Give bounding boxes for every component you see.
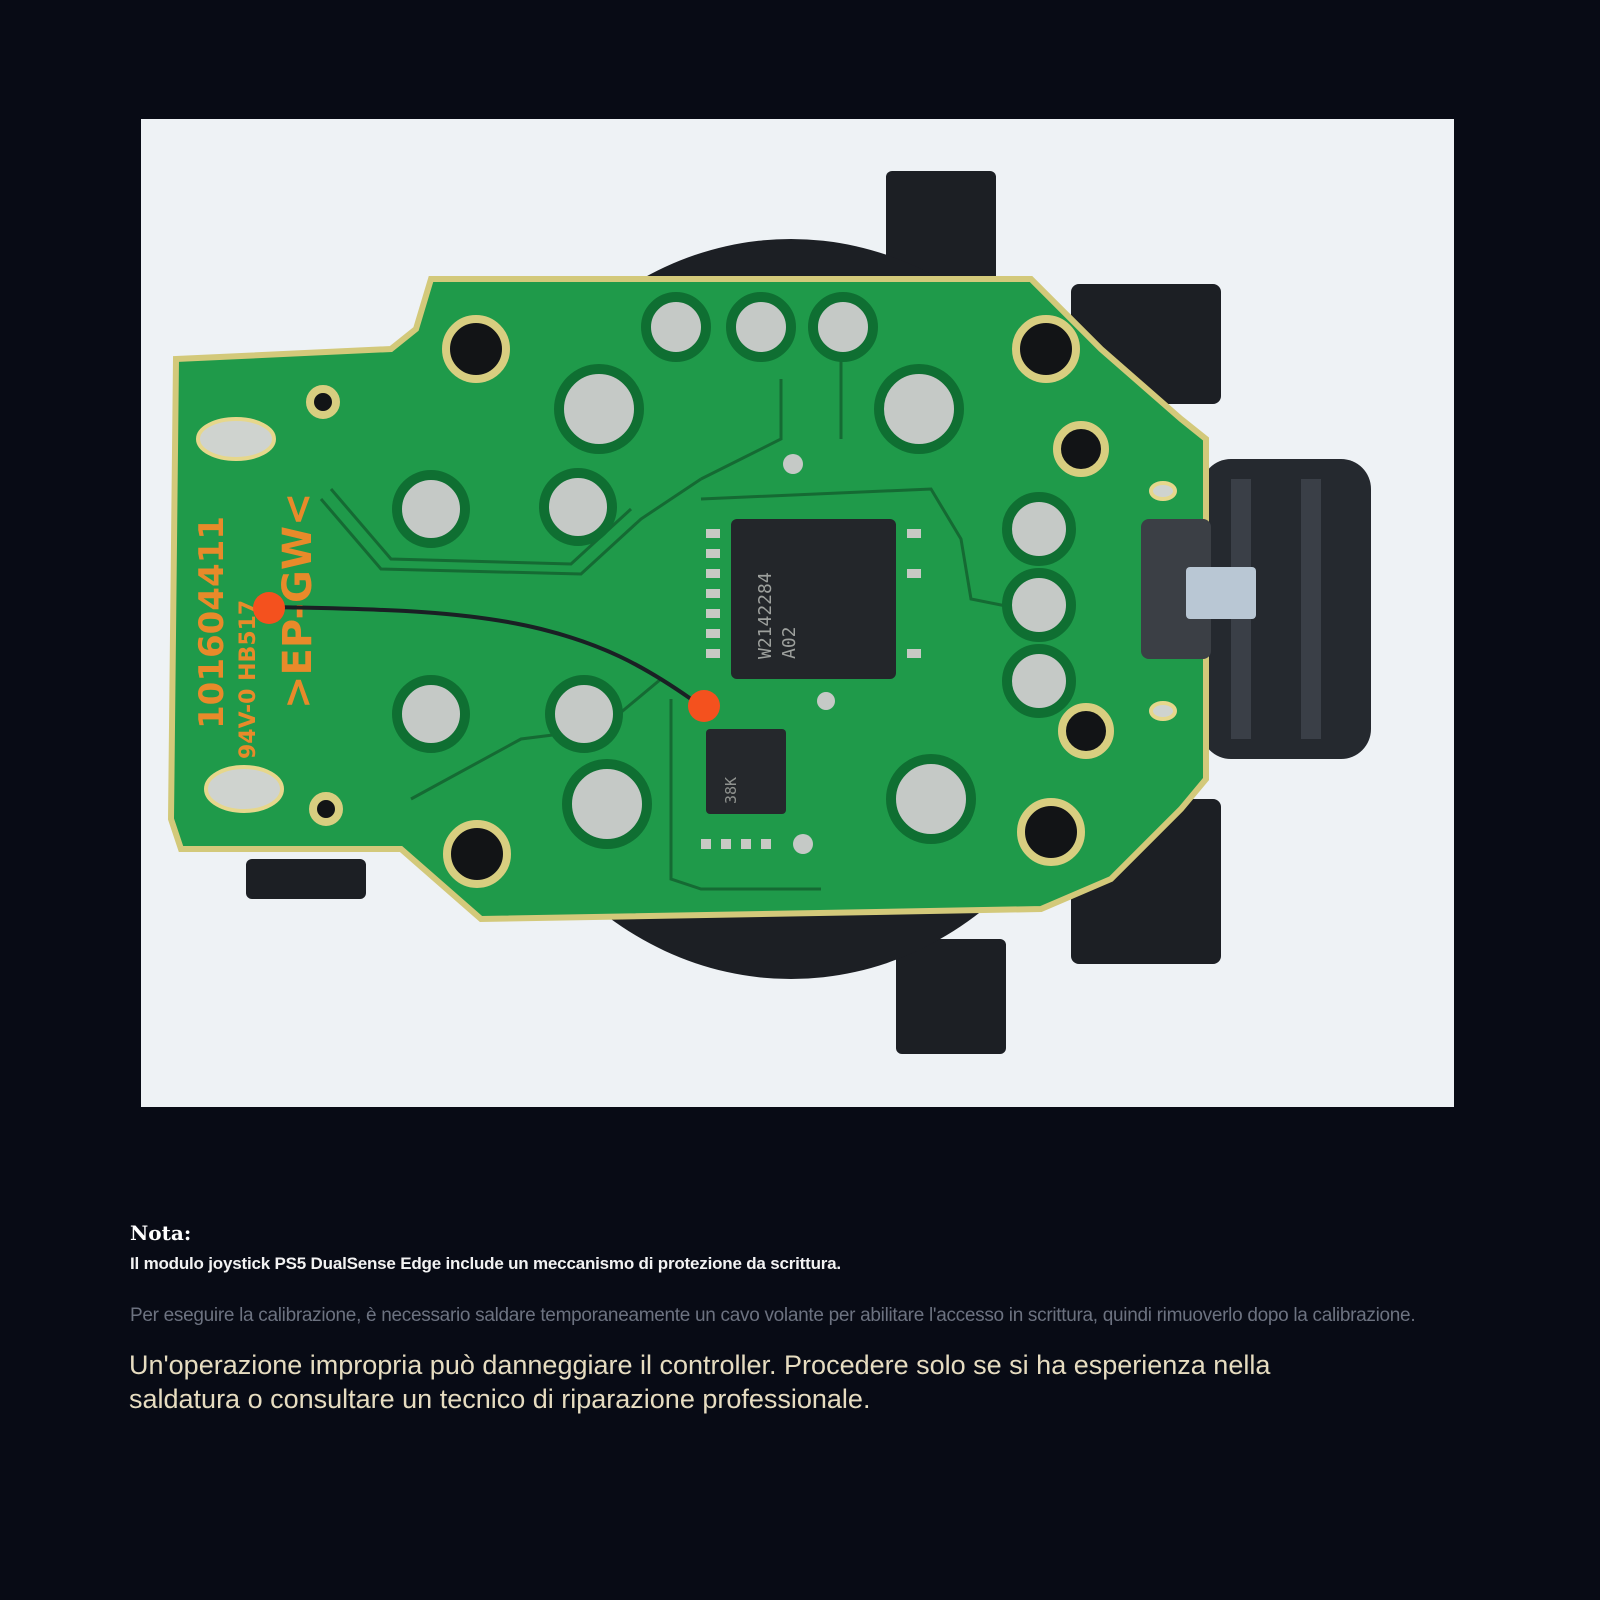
small-chip-marking: 38K xyxy=(722,777,740,804)
oval-pads xyxy=(196,417,1177,813)
mounting-holes xyxy=(306,315,1114,888)
pcb-illustration: W2142284 A02 38K 101604411 94V-0 HB517 >… xyxy=(141,119,1454,1107)
secondary-ic-chip: 38K xyxy=(701,454,835,854)
chip-marking-line1: W2142284 xyxy=(755,572,776,659)
silkscreen-line2: 94V-0 HB517 xyxy=(236,600,261,759)
note-warning: Un'operazione impropria può danneggiare … xyxy=(129,1350,1271,1414)
note-subtitle: Il modulo joystick PS5 DualSense Edge in… xyxy=(130,1254,841,1273)
solder-point-left xyxy=(253,592,285,624)
note-instruction: Per eseguire la calibrazione, è necessar… xyxy=(130,1305,1416,1326)
main-ic-chip: W2142284 A02 xyxy=(706,519,921,679)
side-switch xyxy=(1141,519,1256,659)
chip-marking-line2: A02 xyxy=(779,626,800,659)
solder-points xyxy=(253,592,720,722)
note-title: Nota: xyxy=(130,1221,192,1245)
solder-joints xyxy=(392,292,1076,849)
solder-point-right xyxy=(688,690,720,722)
joystick-module-photo: W2142284 A02 38K 101604411 94V-0 HB517 >… xyxy=(141,119,1454,1107)
flying-wire xyxy=(270,605,693,701)
silkscreen-line1: 101604411 xyxy=(192,516,232,729)
